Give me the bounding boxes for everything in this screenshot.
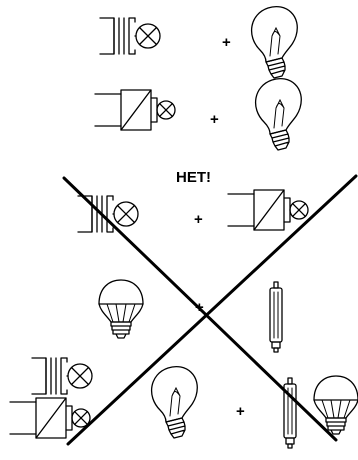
plus-sign: + (236, 403, 245, 420)
incandescent-bulb-icon (252, 7, 298, 78)
incandescent-bulb-icon (256, 79, 302, 150)
plus-sign: + (194, 211, 203, 228)
incandescent-bulb-icon (152, 367, 198, 438)
electronic-ballast-icon (228, 190, 308, 230)
electronic-ballast-icon (95, 90, 175, 130)
led-bulb-icon (99, 280, 143, 338)
cross-out-line (68, 176, 356, 444)
transformer-icon (32, 358, 92, 394)
fluorescent-tube-icon (270, 282, 282, 352)
transformer-icon (100, 18, 160, 54)
plus-sign: + (210, 111, 219, 128)
plus-sign: + (222, 34, 231, 51)
electronic-ballast-icon (10, 398, 90, 438)
fluorescent-tube-icon (284, 378, 296, 448)
warning-label: НЕТ! (176, 169, 211, 186)
